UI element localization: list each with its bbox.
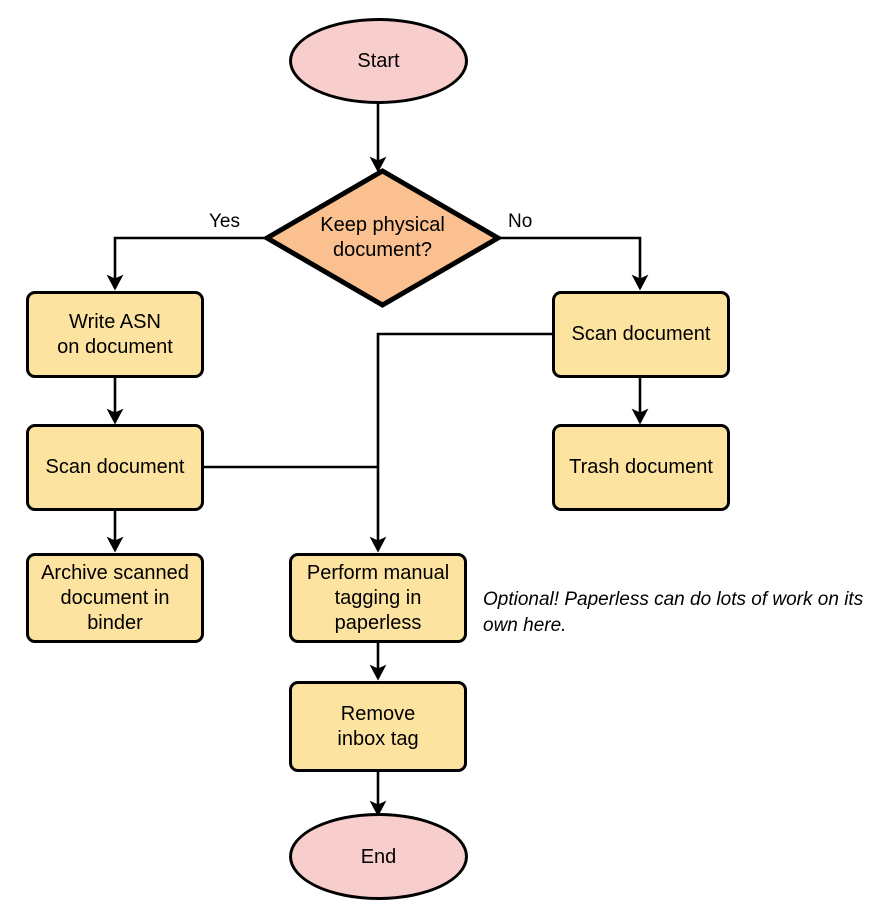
diamond-shape (264, 168, 501, 308)
edge-label-no: No (508, 211, 533, 232)
node-archive-scanned-document-in-binder[interactable]: Archive scanned document in binder (26, 553, 204, 643)
node-end[interactable]: End (289, 813, 468, 900)
node-remove-inbox-tag-label: Remove inbox tag (337, 702, 419, 750)
edge-scan-right-to-manual-tagging (369, 332, 552, 553)
edge-decision-yes-to-write-asn (106, 236, 265, 291)
node-start-label: Start (357, 50, 400, 72)
node-decision-label: Keep physical document? (320, 214, 445, 261)
node-decision-keep-physical-document[interactable]: Keep physical document? (264, 168, 501, 308)
node-end-label: End (360, 845, 397, 868)
node-trash-document[interactable]: Trash document (552, 424, 730, 511)
node-start[interactable]: Start (289, 18, 468, 104)
node-trash-document-label: Trash document (569, 456, 713, 478)
node-write-asn-on-document[interactable]: Write ASN on document (26, 291, 204, 378)
node-scan-document-left-label: Scan document (45, 456, 185, 478)
node-write-asn-label: Write ASN on document (57, 310, 173, 358)
node-manual-tagging-label: Perform manual tagging in paperless (306, 561, 450, 634)
edge-decision-no-to-scan-right (500, 236, 649, 291)
edge-label-yes: Yes (209, 211, 240, 232)
annotation-optional-note: Optional! Paperless can do lots of work … (483, 589, 864, 636)
node-scan-document-left[interactable]: Scan document (26, 424, 204, 511)
node-scan-document-right-label: Scan document (571, 323, 711, 345)
node-perform-manual-tagging-in-paperless[interactable]: Perform manual tagging in paperless (289, 553, 467, 643)
node-archive-binder-label: Archive scanned document in binder (41, 561, 189, 634)
node-scan-document-right[interactable]: Scan document (552, 291, 730, 378)
node-remove-inbox-tag[interactable]: Remove inbox tag (289, 681, 467, 772)
